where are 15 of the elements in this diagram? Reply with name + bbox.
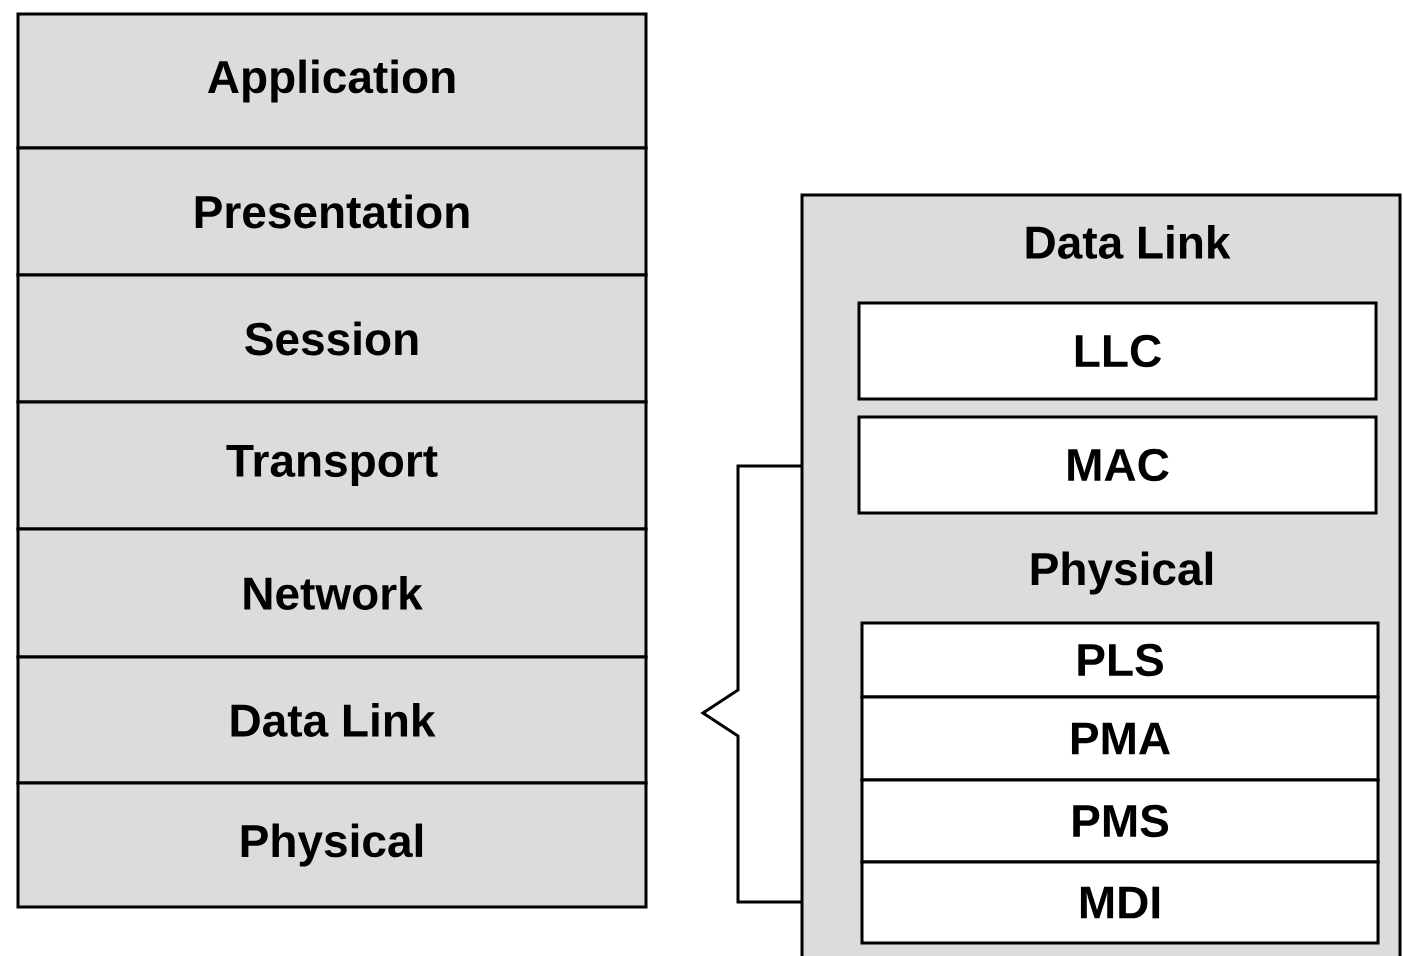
sublayer-box: PMS (860, 778, 1380, 864)
layer-box: Transport (16, 400, 648, 531)
sublayer-box: LLC (857, 301, 1378, 401)
layer-box: Physical (16, 781, 648, 909)
layer-box: Application (16, 12, 648, 150)
layer-heading: Physical (1031, 551, 1213, 595)
layer-box: Network (16, 527, 648, 659)
layer-heading: Data Link (1026, 225, 1231, 259)
sublayer-box: PLS (860, 621, 1380, 699)
sublayer-box: PMA (860, 695, 1380, 782)
sublayer-box: MDI (860, 860, 1380, 945)
layer-box: Presentation (16, 146, 648, 277)
sublayer-box: MAC (857, 415, 1378, 515)
layer-box: Data Link (16, 655, 648, 785)
layer-box: Session (16, 273, 648, 404)
